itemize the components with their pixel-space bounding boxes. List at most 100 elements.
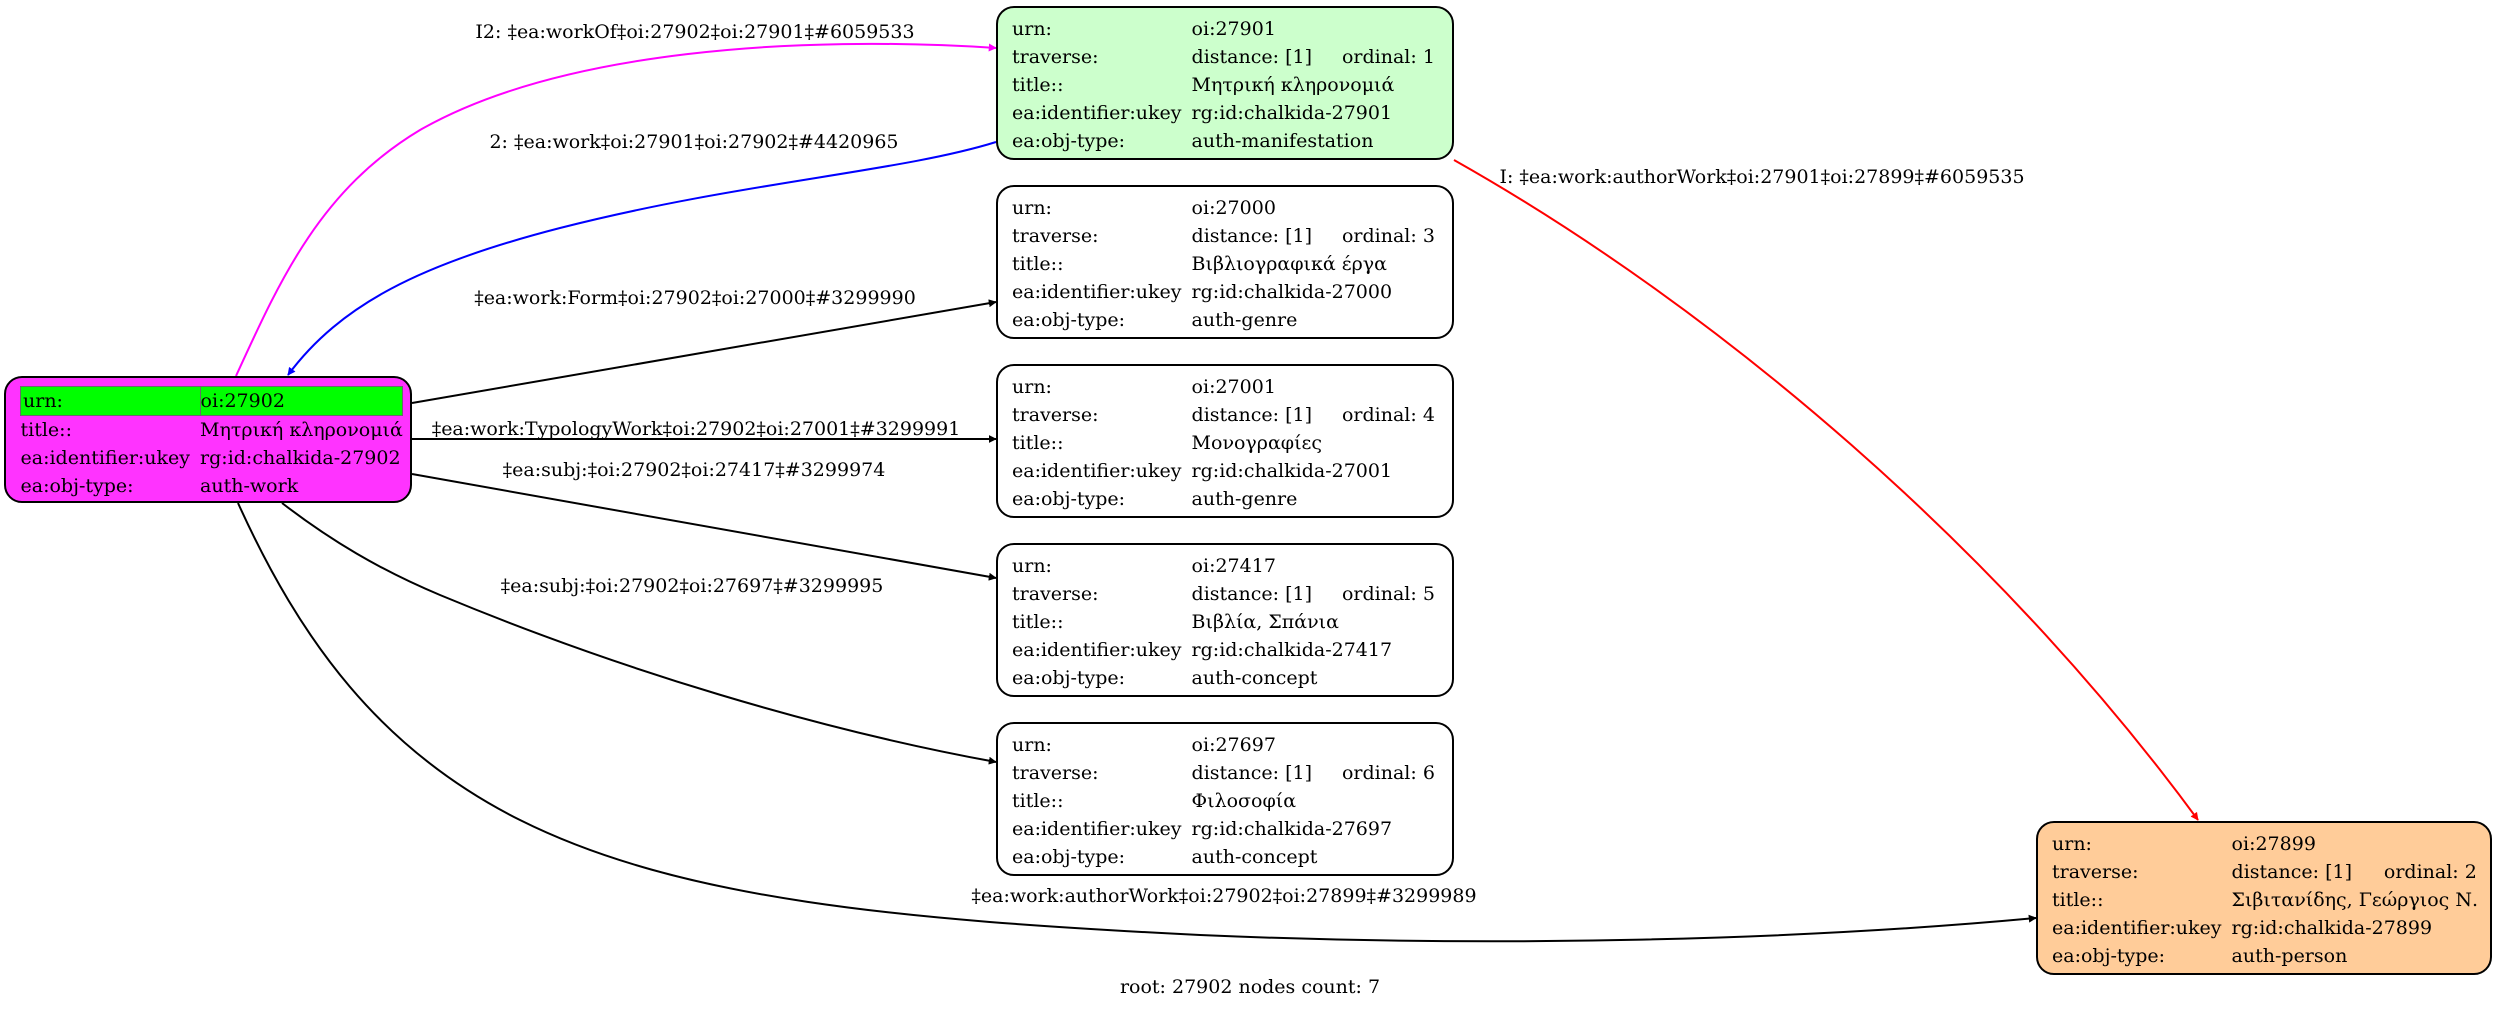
objtype-key: ea:obj-type: — [1012, 667, 1126, 689]
root-title-key: title:: — [20, 419, 72, 441]
title-key: title:: — [1012, 790, 1064, 812]
root-urn-key: urn: — [20, 386, 201, 416]
node-27899-table: urn:oi:27899 traverse:distance: [1]ordin… — [2052, 830, 2478, 970]
urn-value: oi:27901 — [1191, 18, 1276, 40]
title-value: Βιβλία, Σπάνια — [1191, 611, 1339, 633]
objtype-value: auth-manifestation — [1191, 130, 1374, 152]
objtype-key: ea:obj-type: — [1012, 309, 1126, 331]
node-27697[interactable]: urn:oi:27697 traverse:distance: [1]ordin… — [996, 722, 1454, 876]
edge-workof — [235, 42, 997, 377]
title-key: title:: — [1012, 253, 1064, 275]
traverse-key: traverse: — [1012, 46, 1099, 68]
distance-value: distance: [1] — [1191, 225, 1312, 247]
objtype-key: ea:obj-type: — [1012, 846, 1126, 868]
objtype-value: auth-concept — [1191, 667, 1318, 689]
ordinal-value: ordinal: 3 — [1341, 225, 1435, 247]
node-27417-table: urn: oi:27417 traverse: distance: [1] ordin… — [1012, 552, 1435, 692]
ukey-key: ea:identifier:ukey — [1012, 639, 1182, 661]
node-27697-table: urn:oi:27697 traverse:distance: [1]ordin… — [1012, 731, 1435, 871]
edge-label-subj-27697: ‡ea:subj:‡oi:27902‡oi:27697‡#3299995 — [501, 575, 884, 597]
title-key: title:: — [1012, 432, 1064, 454]
ukey-value: rg:id:chalkida-27417 — [1191, 639, 1393, 661]
ukey-key: ea:identifier:ukey — [1012, 281, 1182, 303]
node-27001-table: urn: oi:27001 traverse: distance: [1] ordin… — [1012, 373, 1435, 513]
traverse-key: traverse: — [1012, 583, 1099, 605]
title-value: Σιβιτανίδης, Γεώργιος Ν. — [2231, 889, 2479, 911]
title-value: Φιλοσοφία — [1191, 790, 1297, 812]
ukey-value: rg:id:chalkida-27899 — [2231, 917, 2433, 939]
root-objtype-key: ea:obj-type: — [20, 475, 134, 497]
distance-value: distance: [1] — [1191, 583, 1312, 605]
traverse-key: traverse: — [1012, 762, 1099, 784]
edge-authorwork — [237, 502, 2037, 943]
root-node[interactable]: urn: oi:27902 title:: Μητρική κληρονομιά… — [4, 376, 412, 503]
urn-key: urn: — [1012, 197, 1052, 219]
edge-form — [411, 299, 997, 404]
ukey-key: ea:identifier:ukey — [1012, 818, 1182, 840]
node-27000[interactable]: urn:oi:27000 traverse:distance: [1]ordin… — [996, 185, 1454, 339]
root-urn-row: urn: oi:27902 — [20, 386, 404, 416]
root-title-row: title:: Μητρική κληρονομιά — [21, 416, 403, 445]
objtype-key: ea:obj-type: — [1012, 130, 1126, 152]
distance-value: distance: [1] — [1191, 404, 1312, 426]
distance-value: distance: [1] — [2231, 861, 2352, 883]
title-key: title:: — [1012, 611, 1064, 633]
traverse-key: traverse: — [1012, 404, 1099, 426]
edge-label-typology: ‡ea:work:TypologyWork‡oi:27902‡oi:27001‡… — [432, 418, 961, 440]
ukey-value: rg:id:chalkida-27000 — [1191, 281, 1393, 303]
ukey-value: rg:id:chalkida-27001 — [1191, 460, 1393, 482]
node-27901-table: urn: oi:27901 traverse: distance: [1] ordin… — [1012, 15, 1435, 155]
edge-label-form: ‡ea:work:Form‡oi:27902‡oi:27000‡#3299990 — [474, 287, 916, 309]
objtype-key: ea:obj-type: — [1012, 488, 1126, 510]
edge-label-subj-27417: ‡ea:subj:‡oi:27902‡oi:27417‡#3299974 — [503, 459, 886, 481]
ordinal-value: ordinal: 6 — [1341, 762, 1435, 784]
root-ukey-key: ea:identifier:ukey — [20, 447, 191, 469]
graph-footer: root: 27902 nodes count: 7 — [1119, 976, 1381, 998]
node-27901[interactable]: urn: oi:27901 traverse: distance: [1] ordin… — [996, 6, 1454, 160]
title-value: Μονογραφίες — [1191, 432, 1323, 454]
root-urn-value: oi:27902 — [199, 386, 404, 416]
ukey-key: ea:identifier:ukey — [1012, 460, 1182, 482]
node-27899[interactable]: urn:oi:27899 traverse:distance: [1]ordin… — [2036, 821, 2492, 975]
urn-value: oi:27417 — [1191, 555, 1276, 577]
edge-label-authorwork: ‡ea:work:authorWork‡oi:27902‡oi:27899‡#3… — [971, 885, 1476, 907]
root-objtype-row: ea:obj-type: auth-work — [21, 472, 403, 500]
ordinal-value: ordinal: 2 — [2383, 861, 2477, 883]
urn-key: urn: — [2052, 833, 2092, 855]
urn-key: urn: — [1012, 18, 1052, 40]
urn-key: urn: — [1012, 376, 1052, 398]
ordinal-value: ordinal: 1 — [1341, 46, 1435, 68]
root-title-value: Μητρική κληρονομιά — [200, 419, 403, 441]
ukey-value: rg:id:chalkida-27901 — [1191, 102, 1393, 124]
root-objtype-value: auth-work — [200, 475, 299, 497]
root-ukey-row: ea:identifier:ukey rg:id:chalkida-27902 — [21, 444, 403, 472]
root-node-table: urn: oi:27902 title:: Μητρική κληρονομιά… — [20, 386, 404, 500]
distance-value: distance: [1] — [1191, 762, 1312, 784]
edge-label-authorwork-i: I: ‡ea:work:authorWork‡oi:27901‡oi:27899… — [1499, 166, 2024, 188]
title-value: Μητρική κληρονομιά — [1191, 74, 1395, 96]
urn-key: urn: — [1012, 734, 1052, 756]
distance-value: distance: [1] — [1191, 46, 1312, 68]
edge-authorwork-i — [1453, 159, 2199, 821]
edge-subj-27697 — [281, 502, 997, 765]
ukey-value: rg:id:chalkida-27697 — [1191, 818, 1393, 840]
node-27001[interactable]: urn: oi:27001 traverse: distance: [1] ordin… — [996, 364, 1454, 518]
node-27417[interactable]: urn: oi:27417 traverse: distance: [1] ordin… — [996, 543, 1454, 697]
objtype-key: ea:obj-type: — [2052, 945, 2166, 967]
urn-key: urn: — [1012, 555, 1052, 577]
edge-label-work: 2: ‡ea:work‡oi:27901‡oi:27902‡#4420965 — [489, 131, 898, 153]
urn-value: oi:27001 — [1191, 376, 1276, 398]
ukey-key: ea:identifier:ukey — [1012, 102, 1182, 124]
traverse-key: traverse: — [2052, 861, 2139, 883]
ordinal-value: ordinal: 5 — [1341, 583, 1435, 605]
node-27000-table: urn:oi:27000 traverse:distance: [1]ordin… — [1012, 194, 1435, 334]
ordinal-value: ordinal: 4 — [1341, 404, 1435, 426]
urn-value: oi:27000 — [1191, 197, 1276, 219]
edge-label-workof: I2: ‡ea:workOf‡oi:27902‡oi:27901‡#605953… — [475, 21, 914, 43]
objtype-value: auth-genre — [1191, 309, 1298, 331]
edge-subj-27417 — [411, 473, 997, 581]
objtype-value: auth-genre — [1191, 488, 1298, 510]
ukey-key: ea:identifier:ukey — [2052, 917, 2222, 939]
